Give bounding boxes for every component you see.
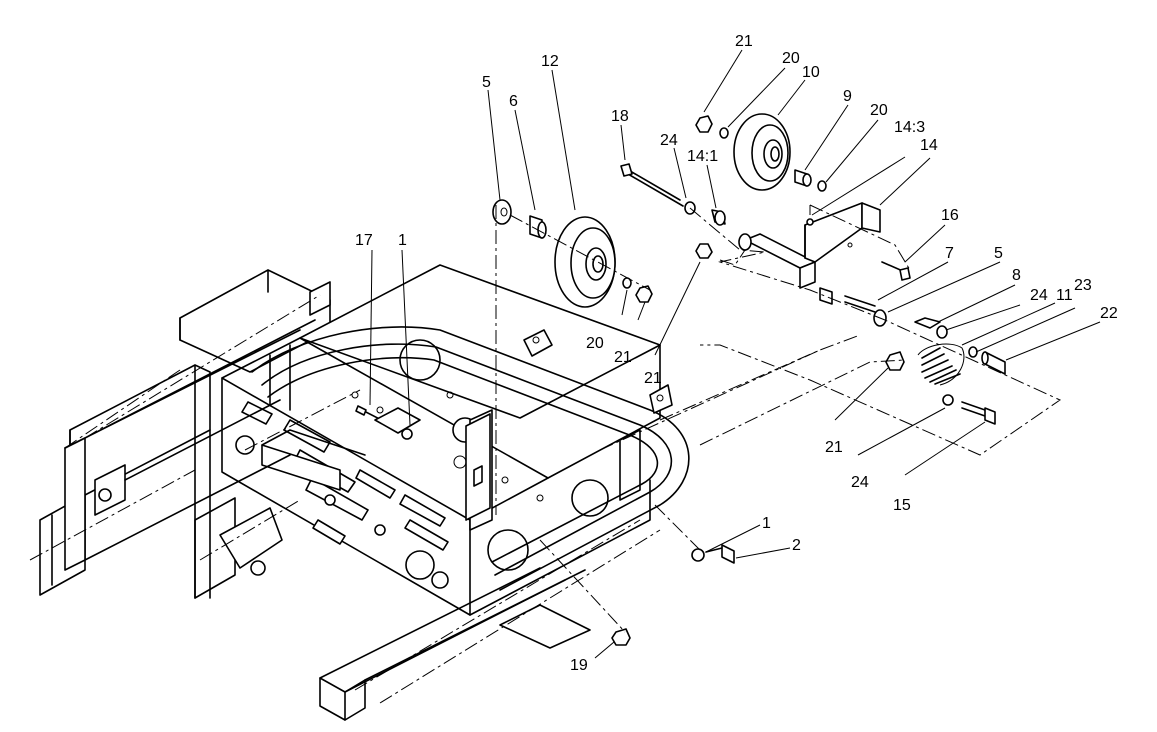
bolt-18-assembly (620, 163, 726, 259)
label-6: 6 (509, 93, 518, 110)
label-2: 2 (792, 537, 801, 554)
rear-hitch-bracket (39, 269, 331, 599)
frame-side-plate (221, 337, 549, 616)
label-1a: 1 (398, 232, 407, 249)
label-9: 9 (843, 88, 852, 105)
label-7: 7 (945, 245, 954, 262)
label-22: 22 (1100, 305, 1118, 322)
label-12: 12 (541, 53, 559, 70)
spring-11-assembly (885, 325, 1006, 425)
bolt-17-assembly (355, 405, 421, 440)
label-24b: 24 (1030, 287, 1048, 304)
left-frame-tubes (64, 319, 316, 561)
leader-lines (369, 49, 1101, 659)
label-14: 14 (920, 137, 938, 154)
assembly-centerlines (29, 204, 1062, 704)
label-10: 10 (802, 64, 820, 81)
label-14-3: 14:3 (894, 119, 925, 136)
label-15: 15 (893, 497, 911, 514)
label-8: 8 (1012, 267, 1021, 284)
label-14-1: 14:1 (687, 148, 718, 165)
label-20b: 20 (870, 102, 888, 119)
label-24c: 24 (851, 474, 869, 491)
pulley-12-assembly (492, 199, 653, 308)
pulley-10-assembly (695, 113, 827, 192)
label-20c: 20 (586, 335, 604, 352)
part-labels: 5 6 12 18 24 14:1 21 20 10 9 20 14:3 14 … (355, 33, 1118, 674)
label-21d: 21 (825, 439, 843, 456)
idler-arm-14 (738, 202, 881, 289)
bolt-16-assembly (819, 261, 941, 329)
label-23: 23 (1074, 277, 1092, 294)
tubular-bumper (251, 326, 690, 591)
label-1b: 1 (762, 515, 771, 532)
label-20a: 20 (782, 50, 800, 67)
label-24a: 24 (660, 132, 678, 149)
label-5b: 5 (994, 245, 1003, 262)
label-5a: 5 (482, 74, 491, 91)
idler-mount-tab (465, 413, 491, 521)
label-19: 19 (570, 657, 588, 674)
label-16: 16 (941, 207, 959, 224)
label-11: 11 (1056, 287, 1073, 304)
front-hardware (611, 544, 735, 646)
label-21a: 21 (735, 33, 753, 50)
label-21c: 21 (644, 370, 662, 387)
label-17: 17 (355, 232, 373, 249)
label-21b: 21 (614, 349, 632, 366)
label-18: 18 (611, 108, 629, 125)
